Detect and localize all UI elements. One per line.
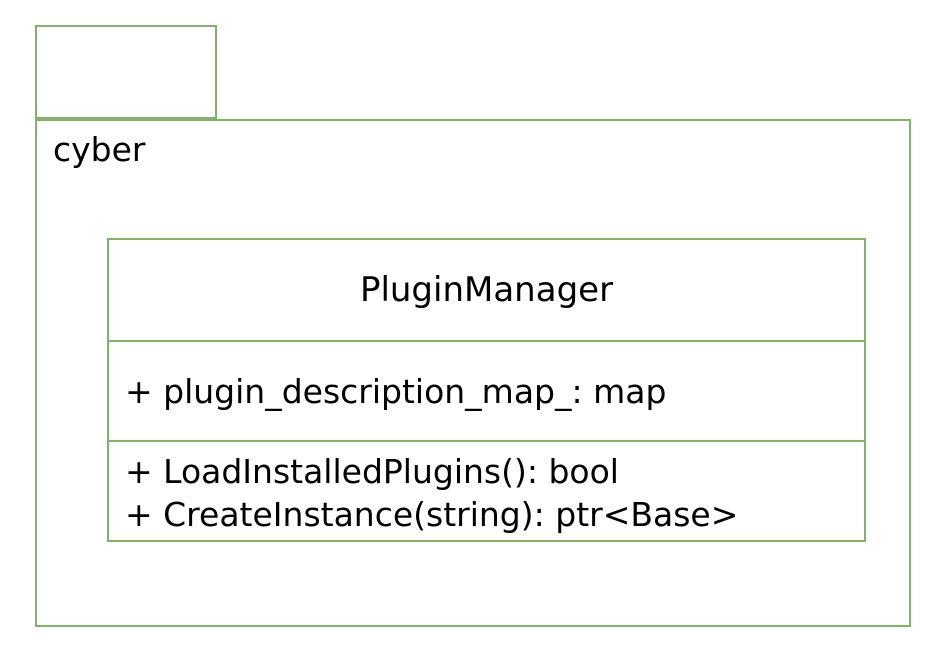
class-plugin-manager[interactable]: PluginManager + plugin_description_map_:… <box>107 238 866 542</box>
class-operations: + LoadInstalledPlugins(): bool + CreateI… <box>109 442 864 542</box>
package-name: cyber <box>53 130 146 169</box>
operation-load-installed-plugins: + LoadInstalledPlugins(): bool <box>125 452 619 491</box>
attribute-plugin-description-map: + plugin_description_map_: map <box>125 371 667 411</box>
class-name: PluginManager <box>359 270 614 310</box>
operation-create-instance: + CreateInstance(string): ptr<Base> <box>125 495 739 534</box>
class-attributes: + plugin_description_map_: map <box>109 342 864 442</box>
class-header: PluginManager <box>109 240 864 342</box>
package-tab <box>35 25 217 119</box>
